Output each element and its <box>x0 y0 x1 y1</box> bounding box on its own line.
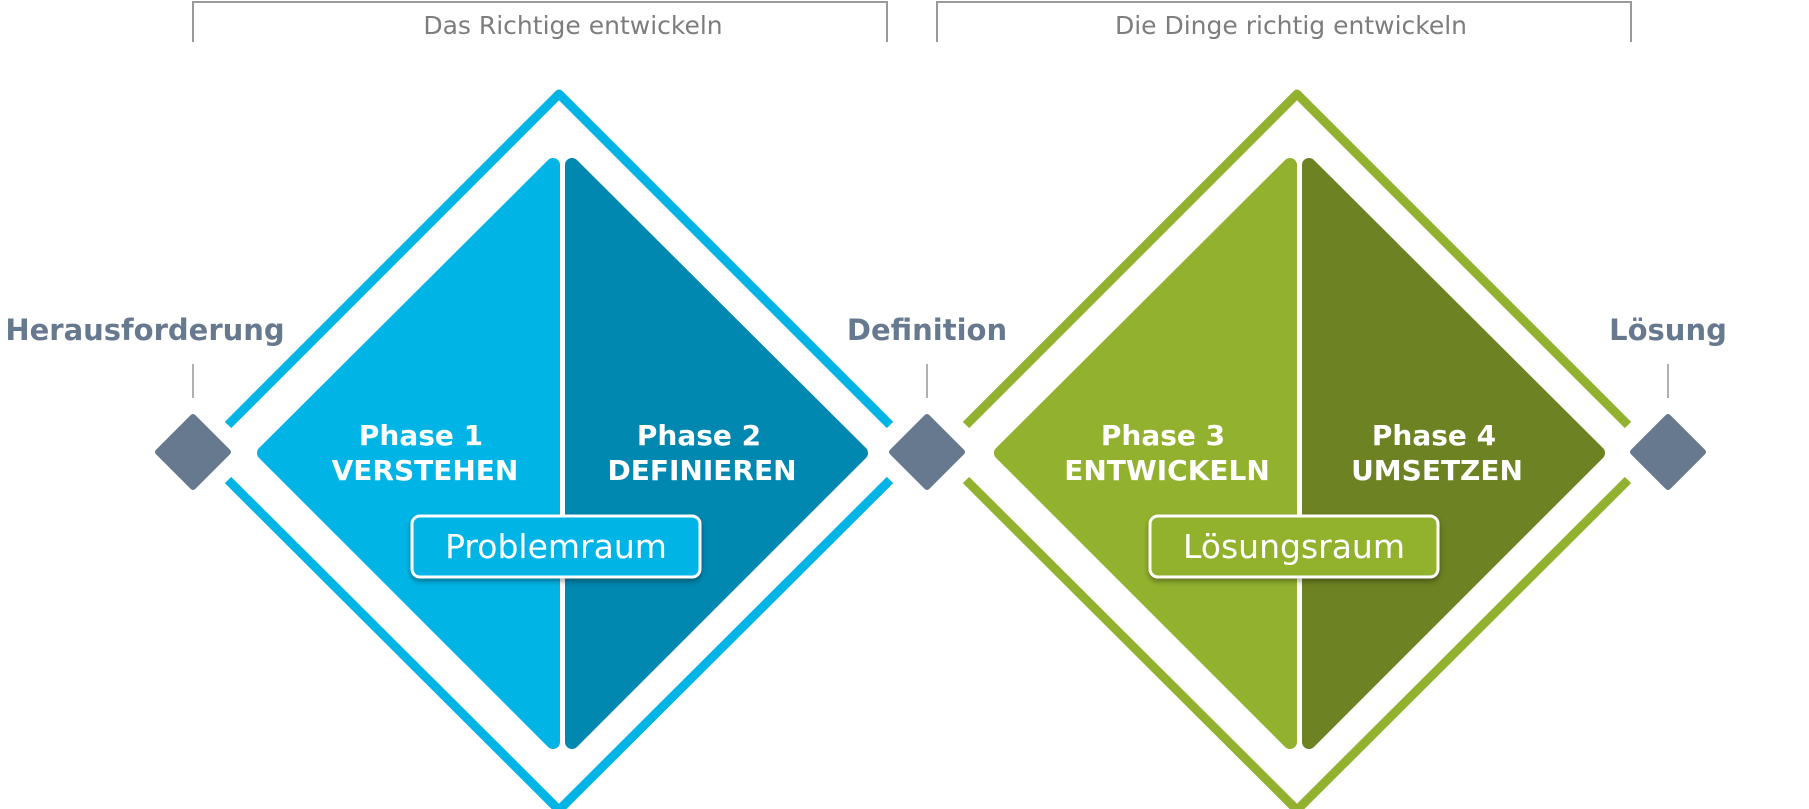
phase-3-name: ENTWICKELN <box>1064 454 1270 487</box>
milestone-herausforderung-label: Herausforderung <box>5 313 284 347</box>
phase-1-shape <box>257 158 560 749</box>
solution-space-badge: Lösungsraum <box>1148 514 1440 579</box>
phase-4-title: Phase 4 <box>1372 419 1496 452</box>
phase-3-title: Phase 3 <box>1101 419 1225 452</box>
problem-space-badge: Problemraum <box>410 514 702 579</box>
problem-space-label: Problemraum <box>445 527 667 566</box>
phase-2-shape <box>565 158 868 749</box>
phase-4-name: UMSETZEN <box>1351 454 1523 487</box>
milestone-definition: Definition <box>847 313 1007 490</box>
phase-3-shape <box>994 158 1297 749</box>
diamond-marker-icon <box>889 414 965 490</box>
diamond-marker-icon <box>1630 414 1706 490</box>
phase-1-title: Phase 1 <box>359 419 483 452</box>
milestone-herausforderung: Herausforderung <box>5 313 285 490</box>
diamond-marker-icon <box>155 414 231 490</box>
bracket-left: Das Richtige entwickeln <box>192 1 888 42</box>
diamond-solution-outline <box>962 89 1632 809</box>
bracket-left-label: Das Richtige entwickeln <box>423 11 722 40</box>
phase-2-title: Phase 2 <box>637 419 761 452</box>
diamond-problem-outline <box>224 89 894 809</box>
bracket-right-label: Die Dinge richtig entwickeln <box>1115 11 1467 40</box>
phase-2-label: Phase 2 DEFINIEREN <box>607 419 796 487</box>
phase-1-label: Phase 1 VERSTEHEN <box>332 419 519 487</box>
milestone-loesung: Lösung <box>1609 313 1727 490</box>
phase-2-name: DEFINIEREN <box>607 454 796 487</box>
bracket-right: Die Dinge richtig entwickeln <box>936 1 1632 42</box>
milestone-definition-label: Definition <box>847 313 1007 347</box>
phase-4-shape <box>1302 158 1605 749</box>
solution-space-label: Lösungsraum <box>1183 527 1405 566</box>
milestone-loesung-label: Lösung <box>1609 313 1727 347</box>
phase-1-name: VERSTEHEN <box>332 454 519 487</box>
phase-4-label: Phase 4 UMSETZEN <box>1351 419 1523 487</box>
phase-3-label: Phase 3 ENTWICKELN <box>1064 419 1270 487</box>
